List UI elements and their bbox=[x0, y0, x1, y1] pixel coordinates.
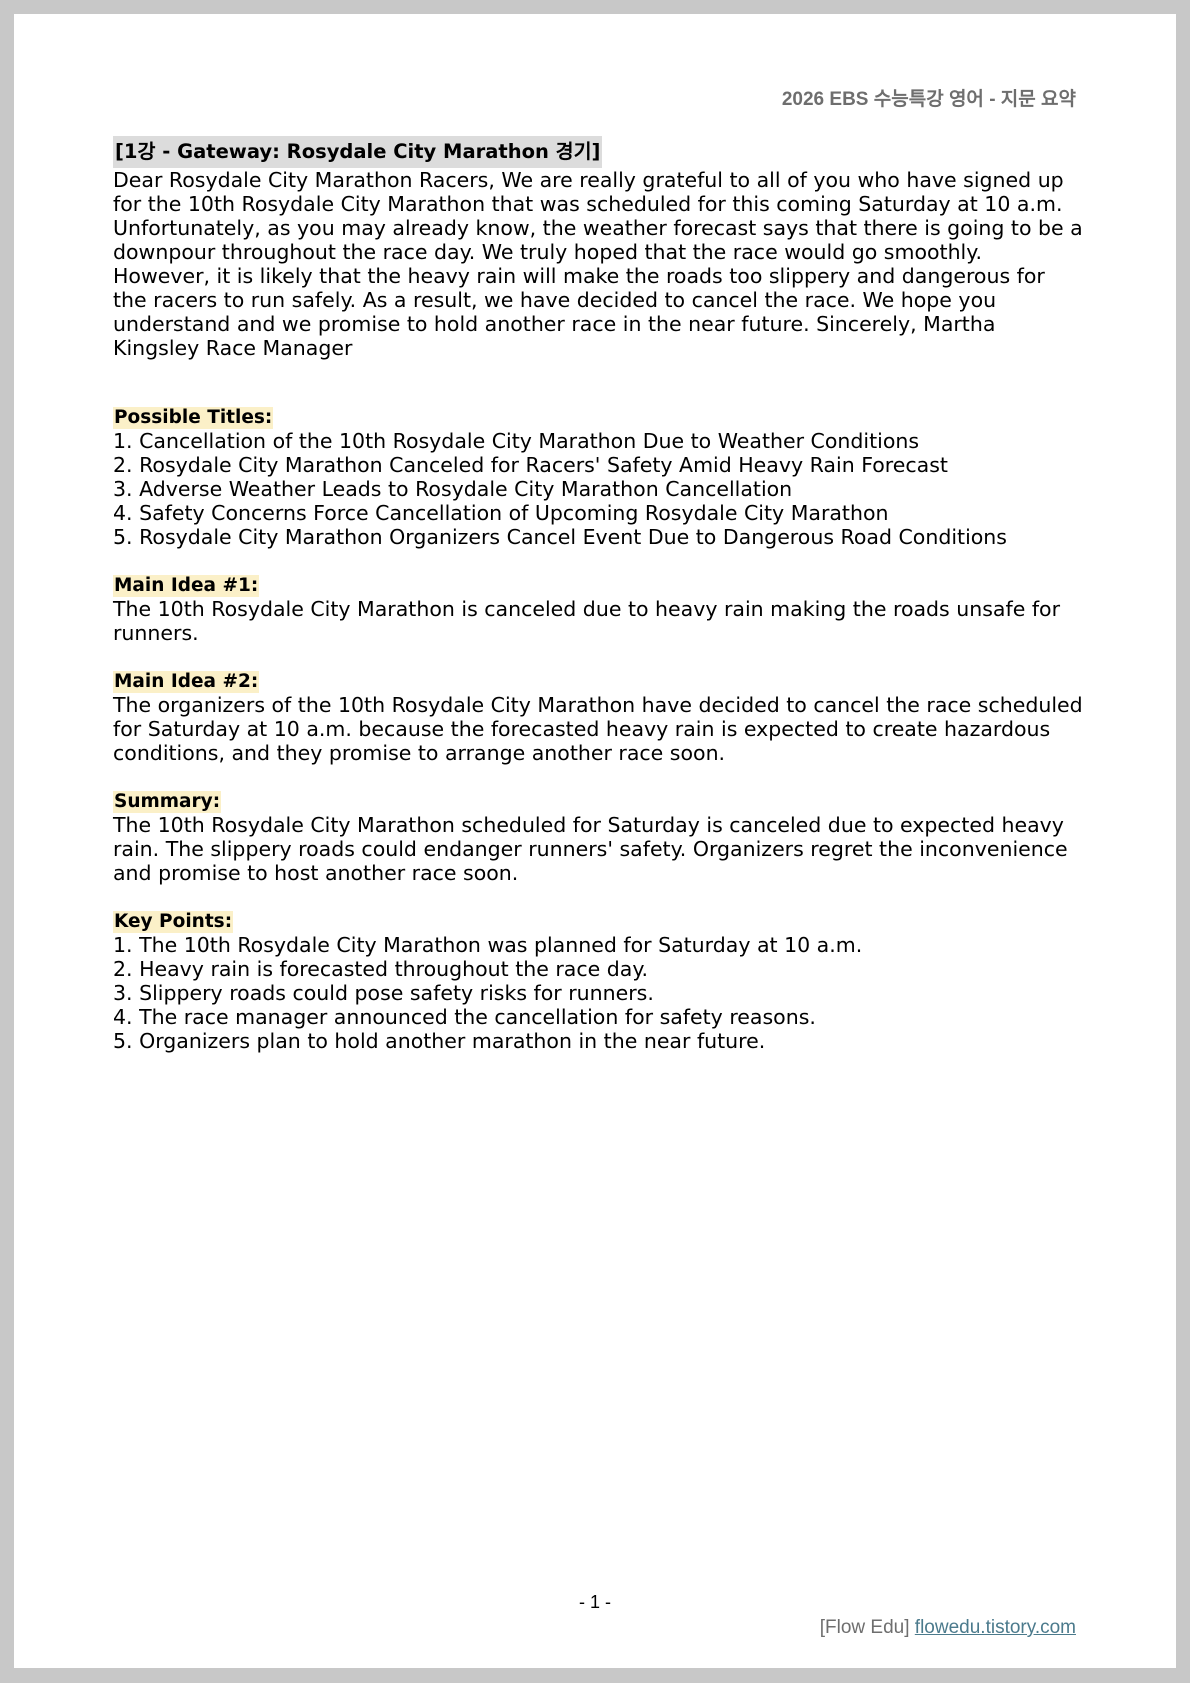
main-idea-1-text: The 10th Rosydale City Marathon is cance… bbox=[113, 597, 1061, 645]
summary-label: Summary: bbox=[113, 791, 222, 813]
lesson-title: [1강 - Gateway: Rosydale City Marathon 경기… bbox=[113, 136, 603, 168]
list-item: 2. Heavy rain is forecasted throughout t… bbox=[113, 957, 649, 981]
list-item: 5. Organizers plan to hold another marat… bbox=[113, 1029, 766, 1053]
document-content: [1강 - Gateway: Rosydale City Marathon 경기… bbox=[113, 136, 1083, 1053]
document-page: 2026 EBS 수능특강 영어 - 지문 요약 [1강 - Gateway: … bbox=[14, 14, 1176, 1668]
page-footer: [Flow Edu] flowedu.tistory.com bbox=[820, 1617, 1076, 1639]
footer-link[interactable]: flowedu.tistory.com bbox=[914, 1617, 1076, 1638]
main-idea-2-section: Main Idea #2: The organizers of the 10th… bbox=[113, 668, 1083, 765]
list-item: 2. Rosydale City Marathon Canceled for R… bbox=[113, 453, 948, 477]
list-item: 4. The race manager announced the cancel… bbox=[113, 1005, 816, 1029]
summary-text: The 10th Rosydale City Marathon schedule… bbox=[113, 813, 1068, 885]
possible-titles-label: Possible Titles: bbox=[113, 407, 274, 429]
list-item: 3. Slippery roads could pose safety risk… bbox=[113, 981, 654, 1005]
page-number: - 1 - bbox=[578, 1592, 611, 1612]
list-item: 1. Cancellation of the 10th Rosydale Cit… bbox=[113, 429, 920, 453]
list-item: 5. Rosydale City Marathon Organizers Can… bbox=[113, 525, 1007, 549]
passage-text: Dear Rosydale City Marathon Racers, We a… bbox=[113, 168, 1083, 360]
possible-titles-list: 1. Cancellation of the 10th Rosydale Cit… bbox=[113, 429, 1083, 549]
main-idea-1-label: Main Idea #1: bbox=[113, 575, 260, 597]
list-item: 1. The 10th Rosydale City Marathon was p… bbox=[113, 933, 863, 957]
main-idea-2-label: Main Idea #2: bbox=[113, 671, 260, 693]
key-points-section: Key Points: 1. The 10th Rosydale City Ma… bbox=[113, 908, 1083, 1053]
key-points-label: Key Points: bbox=[113, 911, 234, 933]
list-item: 4. Safety Concerns Force Cancellation of… bbox=[113, 501, 889, 525]
main-idea-1-section: Main Idea #1: The 10th Rosydale City Mar… bbox=[113, 572, 1083, 645]
main-idea-2-text: The organizers of the 10th Rosydale City… bbox=[113, 693, 1083, 765]
summary-section: Summary: The 10th Rosydale City Marathon… bbox=[113, 788, 1083, 885]
key-points-list: 1. The 10th Rosydale City Marathon was p… bbox=[113, 933, 1083, 1053]
page-header: 2026 EBS 수능특강 영어 - 지문 요약 bbox=[781, 89, 1076, 110]
list-item: 3. Adverse Weather Leads to Rosydale Cit… bbox=[113, 477, 793, 501]
footer-brand: [Flow Edu] bbox=[819, 1617, 910, 1638]
possible-titles-section: Possible Titles: 1. Cancellation of the … bbox=[113, 404, 1083, 549]
